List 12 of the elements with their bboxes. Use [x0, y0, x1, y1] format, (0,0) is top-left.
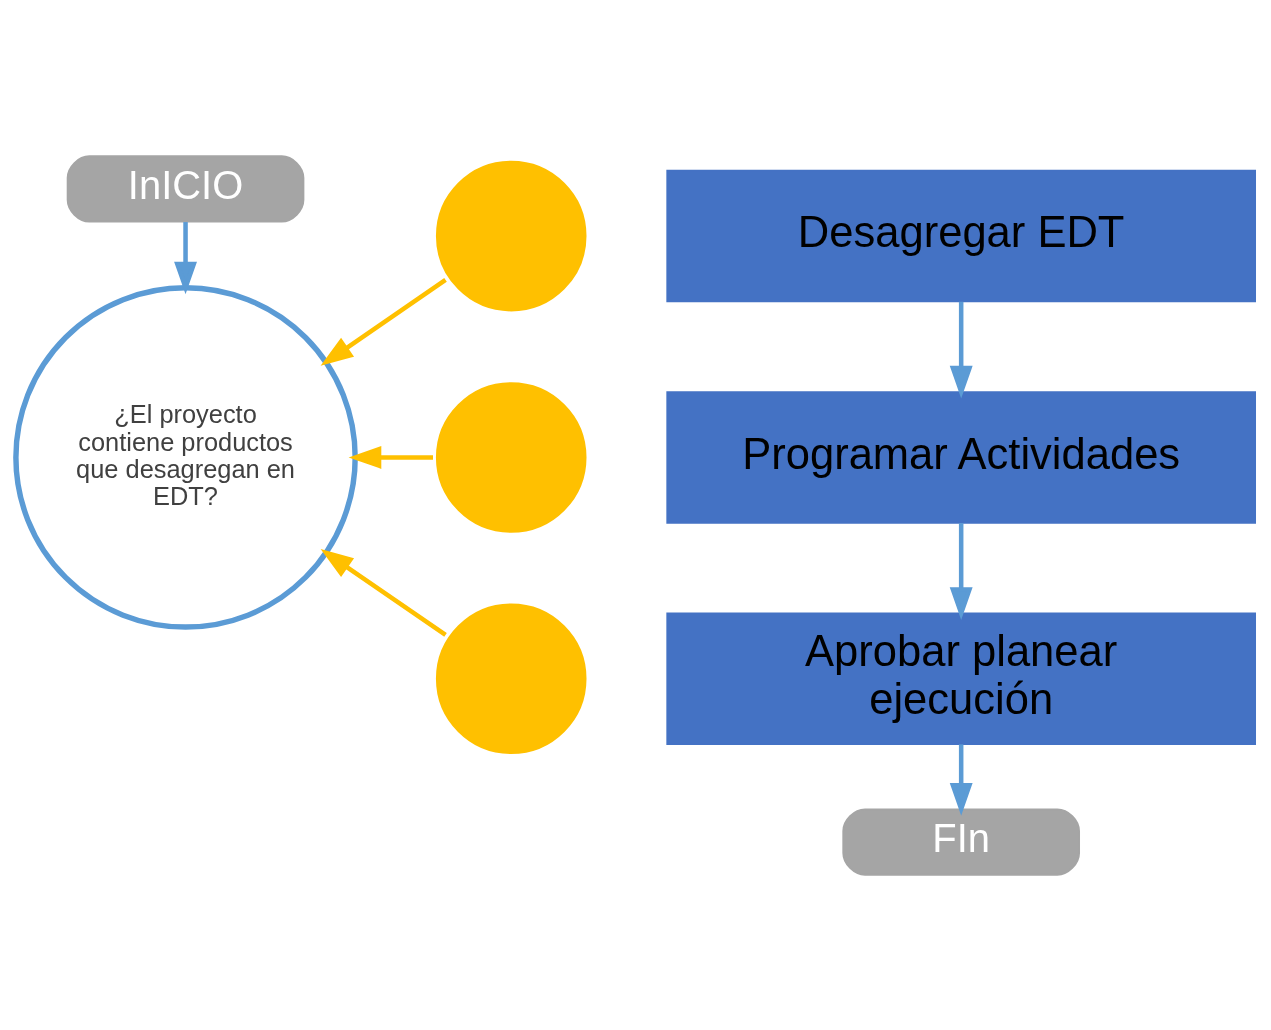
node-box: Desagregar EDT — [666, 169, 1256, 302]
arrow — [949, 743, 973, 816]
arrow — [174, 221, 197, 294]
arrow — [348, 445, 433, 469]
arrow — [949, 301, 973, 399]
node-box: Programar Actividades — [666, 390, 1256, 524]
arrow — [320, 548, 447, 637]
arrow — [320, 277, 447, 366]
node-box: FIn — [842, 808, 1080, 876]
node-box: Aprobar planear ejecución — [666, 612, 1256, 745]
node-box: InICIO — [66, 154, 305, 222]
arrow — [949, 522, 973, 620]
